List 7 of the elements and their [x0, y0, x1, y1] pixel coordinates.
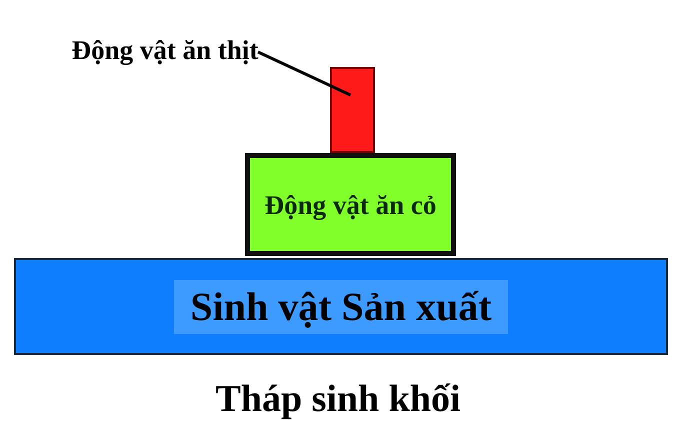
node-label: Động vật ăn thịt	[70, 8, 260, 92]
base-tier	[14, 258, 668, 355]
middle-tier: Động vật ăn cỏ	[245, 153, 456, 256]
tier-label: Sinh vật Sản xuất	[174, 280, 508, 334]
leader-line	[257, 50, 352, 96]
bar	[330, 67, 375, 153]
caption: Tháp sinh khối	[214, 377, 462, 422]
